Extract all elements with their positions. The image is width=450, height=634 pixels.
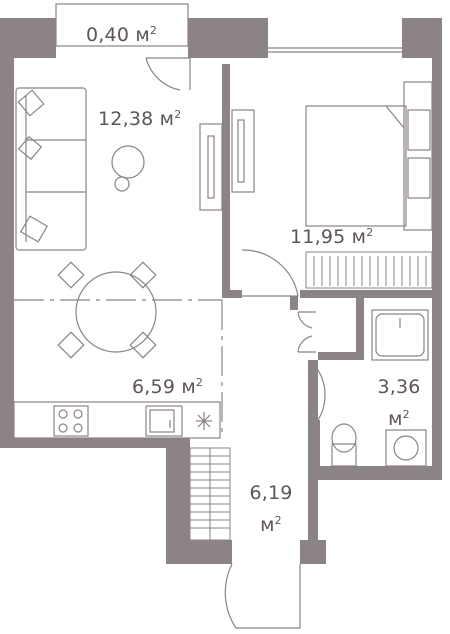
- kitchen-counter: [13, 401, 221, 439]
- wall-top-left: [0, 18, 56, 58]
- area-unit: м: [260, 514, 275, 536]
- room-area-kitchen: 6,59 м2: [132, 372, 203, 398]
- area-unit: м: [388, 408, 403, 430]
- wall-closet-right: [356, 290, 364, 356]
- coffee-table-icon: [111, 145, 145, 192]
- radiator-icon: [305, 251, 433, 289]
- wall-partition-vertical: [222, 64, 230, 296]
- wall-left: [0, 18, 14, 448]
- thin-lines: [14, 3, 402, 629]
- balcony-outline: [55, 3, 189, 47]
- shower-icon: [371, 309, 429, 361]
- dining-table-icon: [57, 261, 157, 359]
- room-area-value: 12,38: [98, 108, 154, 130]
- room-area-hallway: 6,19 м2: [244, 482, 298, 536]
- door-icon: [145, 57, 191, 91]
- room-area-living-room: 12,38 м2: [98, 104, 181, 130]
- fridge-snowflake-icon: [196, 412, 212, 430]
- room-area-value: 11,95: [290, 226, 346, 248]
- area-unit-power: 2: [195, 376, 204, 389]
- wall-partition-stub: [222, 290, 242, 298]
- tv-unit-icon: [199, 123, 223, 211]
- room-area-value: 6,59: [132, 376, 176, 398]
- room-area-bedroom: 11,95 м2: [290, 222, 373, 248]
- area-unit: м: [159, 108, 175, 130]
- wall-hall-right-base: [300, 540, 326, 564]
- bed-icon: [305, 81, 433, 231]
- closet-door-icon: [297, 311, 316, 353]
- room-area-value: 0,40: [86, 24, 130, 46]
- wall-bedroom-bottom: [300, 290, 442, 298]
- area-unit-power: 2: [366, 226, 374, 239]
- room-area-value: 6,19: [249, 482, 293, 504]
- wall-bathroom-left: [308, 420, 320, 480]
- stove-icon: [53, 405, 89, 437]
- door-entrance: [224, 563, 301, 629]
- walls: [0, 18, 442, 564]
- sink-icon: [145, 405, 183, 437]
- stairs-icon: [189, 447, 231, 541]
- area-unit-power: 2: [402, 408, 410, 421]
- area-unit-power: 2: [174, 108, 182, 121]
- wall-bathroom-top: [318, 352, 364, 360]
- wardrobe-icon: [231, 109, 255, 193]
- wall-right: [432, 18, 442, 480]
- sofa-icon: [15, 87, 87, 251]
- area-unit-power: 2: [274, 514, 282, 527]
- toilet-icon: [331, 423, 357, 467]
- wall-closet-left: [290, 296, 298, 310]
- room-area-bathroom: 3,36 м2: [372, 376, 426, 430]
- washbasin-icon: [385, 429, 427, 467]
- area-unit: м: [135, 24, 150, 46]
- room-area-value: 3,36: [377, 376, 421, 398]
- wall-bottom-right: [308, 466, 442, 480]
- door-hall-top: [241, 249, 299, 297]
- wall-top-middle: [188, 18, 268, 58]
- door-bathroom: [317, 369, 326, 421]
- wall-bottom-left: [0, 438, 190, 448]
- area-unit: м: [181, 376, 196, 398]
- area-unit: м: [351, 226, 367, 248]
- room-area-balcony: 0,40 м2: [86, 20, 157, 46]
- area-unit-power: 2: [149, 24, 158, 37]
- wall-hall-left-base: [166, 540, 232, 564]
